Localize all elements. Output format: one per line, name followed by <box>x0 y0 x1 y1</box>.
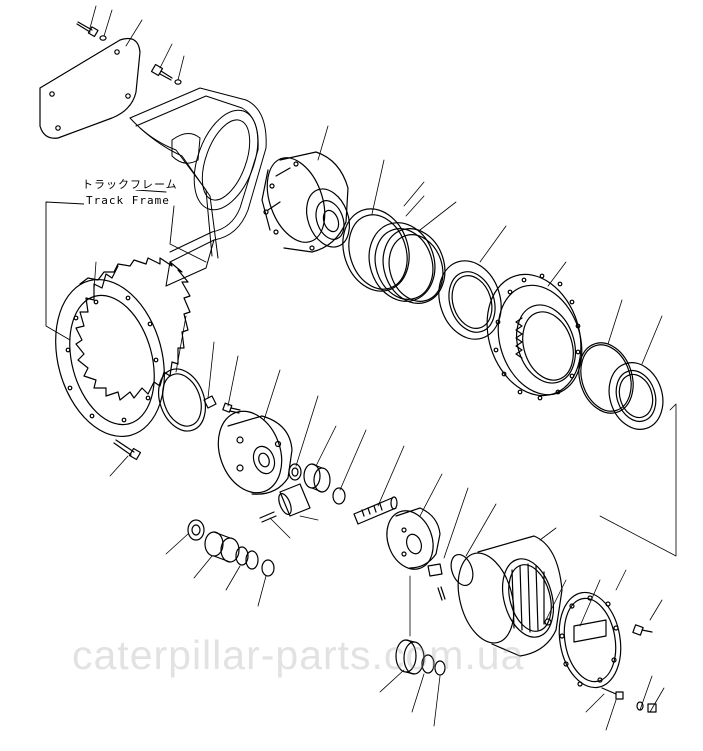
cover-bolt-bottom <box>602 625 656 712</box>
washer-bottom <box>188 520 204 540</box>
frame-leaders <box>46 190 206 340</box>
frame-label-en: Track Frame <box>84 194 172 207</box>
sleeve <box>276 484 310 516</box>
sun-shaft <box>354 497 397 524</box>
track-frame <box>130 88 270 286</box>
travel-motor <box>257 150 358 253</box>
bearing-bottom <box>396 640 424 674</box>
pin-small <box>428 564 445 600</box>
cover-plate <box>40 39 140 139</box>
callout-leaders <box>90 6 676 730</box>
carrier-2 <box>379 504 441 575</box>
sprocket <box>39 258 190 449</box>
thrust-washer <box>289 464 301 480</box>
carrier-1 <box>207 402 292 501</box>
hub <box>472 262 596 408</box>
small-bolt <box>223 403 240 413</box>
cover-bolt <box>77 22 106 40</box>
planet-gear-bearing <box>205 532 239 562</box>
washer-bottom-2 <box>262 560 274 576</box>
spring-pin <box>260 512 276 522</box>
floating-seal <box>374 221 455 312</box>
seal-ring-1 <box>333 200 420 300</box>
cover-bolt-2 <box>152 65 181 85</box>
sprocket-bolt <box>114 440 140 459</box>
frame-label-jp: トラックフレーム <box>80 178 180 191</box>
snap-ring <box>447 552 477 589</box>
spacer-ring <box>150 362 213 437</box>
bearing-right <box>601 356 671 437</box>
spacer-bottom <box>422 655 445 675</box>
small-o-ring <box>545 619 551 625</box>
needle-bearing-small <box>236 547 258 569</box>
retaining-ring <box>333 488 345 504</box>
ring-gear <box>449 536 562 656</box>
lock-plate <box>204 396 216 408</box>
end-cover <box>552 588 628 693</box>
seal-ring-2 <box>359 214 445 310</box>
needle-bearing <box>304 464 330 492</box>
